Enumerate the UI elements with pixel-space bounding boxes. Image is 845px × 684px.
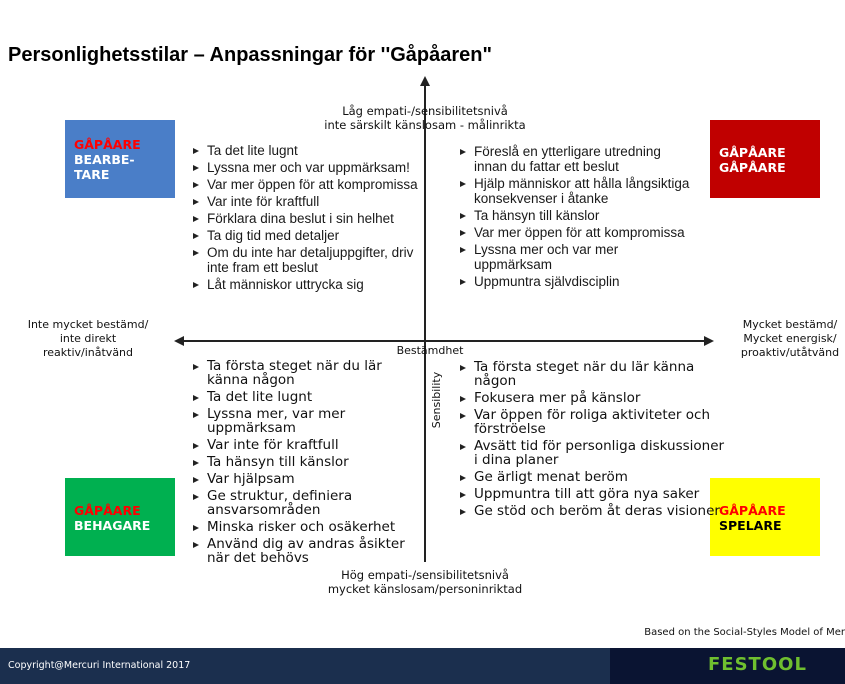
axis-label-top: Låg empati-/sensibilitetsnivå inte särsk…: [300, 104, 550, 132]
list-item: Ge ärligt menat beröm: [460, 470, 725, 484]
vertical-axis: [424, 84, 426, 562]
list-item: Var inte för kraftfull: [193, 438, 423, 452]
axis-label-bottom-line: Hög empati-/sensibilitetsnivå: [341, 568, 509, 582]
list-item: Ta första steget när du lär känna någon: [193, 359, 423, 387]
list-item: Ta hänsyn till känslor: [193, 455, 423, 469]
axis-label-left-line: reaktiv/inåtvänd: [42, 346, 134, 359]
list-item: Om du inte har detaljuppgifter, driv int…: [193, 245, 425, 275]
box-subtitle: TARE: [74, 167, 110, 182]
box-title: GÅPÅARE: [74, 137, 141, 152]
axis-label-bottom: Hög empati-/sensibilitetsnivå mycket kän…: [300, 568, 550, 596]
box-title: GÅPÅARE: [719, 145, 786, 160]
list-top-right: Föreslå en ytterligare utredning innan d…: [460, 144, 692, 291]
axis-label-top-line: inte särskilt känslosam - målinrikta: [324, 118, 526, 132]
list-item: Ge stöd och beröm åt deras visioner: [460, 504, 725, 518]
box-spelare: GÅPÅARE SPELARE: [710, 478, 820, 556]
list-item: Hjälp människor att hålla långsiktiga ko…: [460, 176, 692, 206]
axis-label-right-line: proaktiv/utåtvänd: [740, 346, 840, 359]
box-title: GÅPÅARE: [719, 503, 786, 518]
list-item: Ta första steget när du lär känna någon: [460, 360, 725, 388]
horizontal-axis-name: Bestämdhet: [396, 344, 464, 357]
list-item: Ge struktur, definiera ansvarsområden: [193, 489, 423, 517]
box-behagare: GÅPÅARE BEHAGARE: [65, 478, 175, 556]
slide-title: Personlighetsstilar – Anpassningar för '…: [8, 44, 492, 66]
list-item: Var inte för kraftfull: [193, 194, 425, 209]
box-subtitle: GÅPÅARE: [719, 160, 786, 175]
axis-label-bottom-line: mycket känslosam/personinriktad: [327, 582, 523, 596]
arrow-up-icon: [420, 76, 430, 86]
list-item: Uppmuntra till att göra nya saker: [460, 487, 725, 501]
list-item: Ta det lite lugnt: [193, 390, 423, 404]
box-title: GÅPÅARE: [74, 503, 141, 518]
list-item: Fokusera mer på känslor: [460, 391, 725, 405]
list-item: Lyssna mer, var mer uppmärksam: [193, 407, 423, 435]
axis-label-right: Mycket bestämd/ Mycket energisk/ proakti…: [722, 318, 845, 360]
box-bearbetare: GÅPÅARE BEARBE- TARE: [65, 120, 175, 198]
axis-label-right-line: Mycket energisk/: [743, 332, 837, 345]
list-item: Var mer öppen för att kompromissa: [460, 225, 692, 240]
list-item: Föreslå en ytterligare utredning innan d…: [460, 144, 692, 174]
axis-label-left-line: inte direkt: [59, 332, 117, 345]
list-item: Uppmuntra självdisciplin: [460, 274, 692, 289]
list-item: Var hjälpsam: [193, 472, 423, 486]
list-item: Använd dig av andras åsikter när det beh…: [193, 537, 423, 565]
box-subtitle: BEHAGARE: [74, 518, 151, 533]
horizontal-axis: [183, 340, 705, 342]
box-subtitle: BEARBE-: [74, 152, 135, 167]
list-item: Var mer öppen för att kompromissa: [193, 177, 425, 192]
list-item: Ta hänsyn till känslor: [460, 208, 692, 223]
source-note: Based on the Social-Styles Model of Mer: [644, 627, 845, 638]
axis-label-right-line: Mycket bestämd/: [742, 318, 838, 331]
footer-logo-area: [610, 648, 845, 684]
arrow-right-icon: [704, 336, 714, 346]
box-subtitle: SPELARE: [719, 518, 782, 533]
list-item: Avsätt tid för personliga diskussioner i…: [460, 439, 725, 467]
festool-logo: FESTOOL: [708, 654, 807, 675]
copyright-text: Copyright@Mercuri International 2017: [8, 660, 191, 671]
arrow-left-icon: [174, 336, 184, 346]
vertical-axis-name: Sensibility: [430, 371, 443, 429]
axis-label-top-line: Låg empati-/sensibilitetsnivå: [342, 104, 508, 118]
list-item: Låt människor uttrycka sig: [193, 277, 425, 292]
axis-label-left: Inte mycket bestämd/ inte direkt reaktiv…: [18, 318, 158, 360]
list-item: Ta dig tid med detaljer: [193, 228, 425, 243]
list-item: Minska risker och osäkerhet: [193, 520, 423, 534]
list-item: Förklara dina beslut i sin helhet: [193, 211, 425, 226]
list-item: Var öppen för roliga aktiviteter och för…: [460, 408, 725, 436]
list-item: Ta det lite lugnt: [193, 143, 425, 158]
axis-label-left-line: Inte mycket bestämd/: [27, 318, 149, 331]
list-item: Lyssna mer och var mer uppmärksam: [460, 242, 692, 272]
list-item: Lyssna mer och var uppmärksam!: [193, 160, 425, 175]
box-gapaare: GÅPÅARE GÅPÅARE: [710, 120, 820, 198]
